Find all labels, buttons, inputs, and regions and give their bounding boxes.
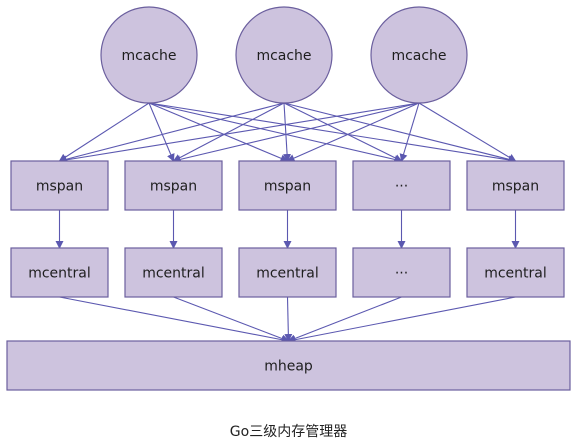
mspan-node-ellipsis: ···: [352, 160, 451, 211]
mcentral-label-5: mcentral: [484, 266, 547, 282]
edge-mcache-3-to-mspan-5: [418, 102, 517, 162]
mcentral-node-3: mcentral: [238, 247, 337, 298]
mspan-label-ellipsis: ···: [395, 179, 408, 195]
edge-mcache-2-to-mspan-5: [283, 102, 517, 164]
mcache-node-1: mcache: [100, 6, 198, 104]
span-to-central-edges: [55, 210, 520, 249]
edge-mcentral-1-to-mheap: [59, 296, 290, 344]
mspan-label-1: mspan: [36, 179, 83, 195]
mspan-label-2: mspan: [150, 179, 197, 195]
mspan-label-5: mspan: [492, 179, 539, 195]
edge-mcache-3-to-mspan-3: [286, 102, 420, 162]
edge-mcache-2-to-mspan-4: [283, 102, 403, 162]
edge-mcache-1-to-mspan-4: [148, 102, 403, 164]
mcentral-label-2: mcentral: [142, 266, 205, 282]
edge-mcache-2-to-mspan-1: [58, 102, 285, 164]
cache-to-span-edges: [58, 102, 517, 164]
central-to-heap-edges: [59, 296, 516, 344]
mcache-node-3: mcache: [370, 6, 468, 104]
edge-mcentral-5-to-mheap: [287, 296, 516, 344]
edge-mcache-2-to-mspan-3: [283, 102, 292, 162]
edge-mcache-1-to-mspan-5: [148, 102, 517, 164]
mspan-node-2: mspan: [124, 160, 223, 211]
mcache-label-2: mcache: [256, 48, 311, 64]
mcentral-label-1: mcentral: [28, 266, 91, 282]
edge-mcache-2-to-mspan-2: [172, 102, 285, 162]
mcentral-node-ellipsis: ···: [352, 247, 451, 298]
edge-mcache-3-to-mspan-2: [172, 102, 420, 164]
mspan-node-3: mspan: [238, 160, 337, 211]
mspan-node-5: mspan: [466, 160, 565, 211]
edge-mcache-1-to-mspan-2: [148, 102, 175, 162]
mspan-label-3: mspan: [264, 179, 311, 195]
mcentral-label-ellipsis: ···: [395, 266, 408, 282]
mheap-label: mheap: [264, 359, 313, 375]
mcentral-node-5: mcentral: [466, 247, 565, 298]
edge-mcache-3-to-mspan-1: [58, 102, 420, 164]
diagram-caption: Go三级内存管理器: [230, 424, 347, 440]
edge-mcache-3-to-mspan-4: [399, 102, 420, 162]
mspan-node-1: mspan: [10, 160, 109, 211]
mcentral-label-3: mcentral: [256, 266, 319, 282]
mcache-label-3: mcache: [391, 48, 446, 64]
edge-mcentral-3-to-mheap: [284, 296, 293, 342]
edge-mcentral-2-to-mheap: [173, 296, 290, 343]
edge-mcache-1-to-mspan-3: [148, 102, 289, 162]
mcache-label-1: mcache: [121, 48, 176, 64]
edge-mcentral-4-to-mheap: [287, 296, 402, 343]
mcache-node-2: mcache: [235, 6, 333, 104]
mcentral-node-1: mcentral: [10, 247, 109, 298]
edge-mcache-1-to-mspan-1: [58, 102, 150, 162]
mheap-node: mheap: [6, 340, 571, 391]
mcentral-node-2: mcentral: [124, 247, 223, 298]
